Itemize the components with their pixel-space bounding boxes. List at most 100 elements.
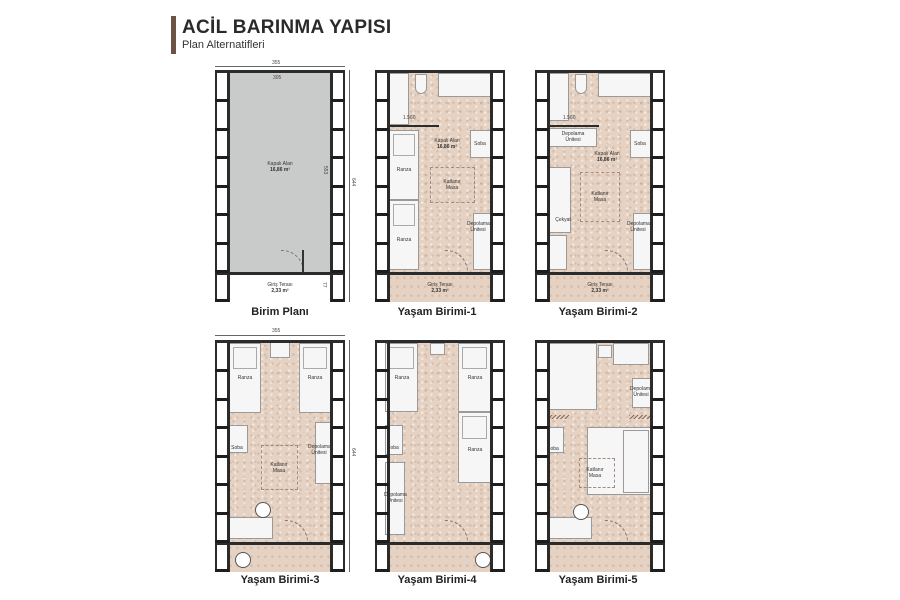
top-wall [535,340,665,343]
sofa-label: Çekyat [555,217,571,223]
wall-post [331,568,345,572]
wall-post [535,454,549,458]
person-icon [255,502,271,518]
wall-post [375,270,389,273]
wall-post [651,540,665,543]
dim-line-top [215,335,345,336]
table-label: Katlanır Masa [591,191,609,203]
wall-post [375,241,389,245]
wall-post [491,483,505,486]
wall-post [215,127,229,131]
wall-post [375,156,389,159]
wall-post [375,184,389,188]
table-label: Katlanır Masa [270,462,288,474]
wall-post [651,241,665,245]
wall-post [651,127,665,131]
wall-post [375,213,389,216]
window-unit [430,343,445,355]
storage-label: Depolama Ünitesi [467,221,490,233]
wall-post [215,454,229,458]
plan-label: Yaşam Birimi-5 [558,574,638,586]
sofa [623,430,649,493]
wall-post [491,127,505,131]
tv-cabinet [613,343,649,365]
wall-post [215,99,229,102]
entry-terrace [389,545,491,572]
double-bed [547,343,597,410]
top-wall [215,340,345,343]
wall-post [215,298,229,302]
wall-post [331,99,345,102]
front-wall [535,542,665,545]
wall-post [535,511,549,515]
wall-post [491,397,505,401]
dim-length-outer: 644 [350,448,356,457]
plan-label: Yaşam Birimi-2 [558,306,638,318]
partition-wall [389,125,439,127]
bunk-label: Ranza [394,375,410,381]
bunk-bed [389,130,419,200]
wall-post [215,568,229,572]
wall-post [331,156,345,159]
partition-wall [549,125,599,127]
bunk-label: Ranza [396,167,412,173]
wall-post [331,369,345,372]
wall-post [535,127,549,131]
wall-post [331,454,345,458]
wall-post [375,127,389,131]
page-title: ACİL BARINMA YAPISI [182,17,392,38]
wall-post [535,241,549,245]
table-label: Katlanır Masa [443,179,461,191]
wall-post [535,99,549,102]
bunk-label: Ranza [396,237,412,243]
wall-post [331,540,345,543]
plan-label: Yaşam Birimi-3 [240,574,320,586]
bunk-label: Ranza [307,375,323,381]
wall-post [215,511,229,515]
wall-post [491,369,505,372]
desk [547,517,592,539]
wall-post [215,369,229,372]
person-icon [573,504,589,520]
wall-post [215,184,229,188]
dim-line-right [349,340,350,572]
wall-post [651,270,665,273]
wall-post [651,369,665,372]
top-wall [215,70,345,73]
wall-post [331,511,345,515]
storage-label: Depolama Ünitesi [561,131,585,143]
page-subtitle: Plan Alternatifleri [182,39,265,51]
plan-label: Birim Planı [251,306,309,318]
wall-post [331,241,345,245]
dim-width-outer: 355 [272,328,281,334]
wall-post [215,540,229,543]
wall-post [215,483,229,486]
wall-post [535,270,549,273]
wall-post [491,184,505,188]
storage-label: Depolama Ünitesi [627,221,650,233]
wall-post [215,241,229,245]
stove-label: Soba [547,446,559,452]
plan-label: Yaşam Birimi-4 [397,574,477,586]
wall-post [375,369,389,372]
wall-post [375,99,389,102]
wall-post [535,369,549,372]
closed-area [229,73,331,272]
wall-post [651,99,665,102]
wall-post [331,184,345,188]
shower [549,73,569,121]
bunk-label: Ranza [467,375,483,381]
toilet [415,74,427,94]
bunk-bed [458,412,491,483]
bunk-label: Ranza [467,447,483,453]
wall-post [535,298,549,302]
table-label: Katlanır Masa [586,467,604,479]
plan-yasam-4: Ranza Ranza Ranza Soba Depolama Ünitesi [375,340,505,572]
wall-post [535,213,549,216]
wall-post [375,568,389,572]
wall-post [215,156,229,159]
